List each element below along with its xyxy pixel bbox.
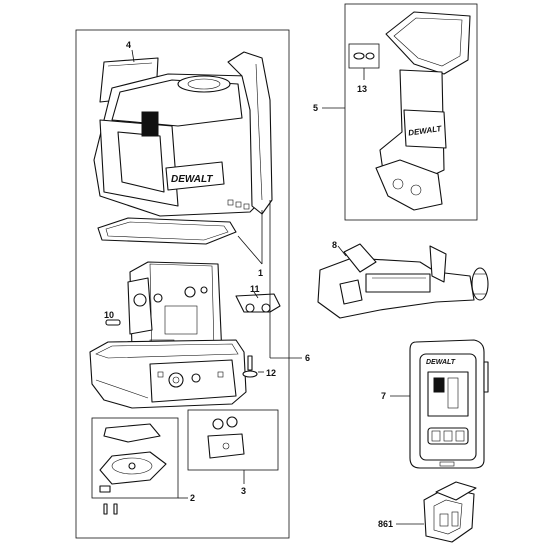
- callout-13: 13: [357, 84, 367, 94]
- pin-part-10: [105, 319, 121, 326]
- callout-5: 5: [313, 103, 318, 113]
- carry-case-part-861: [423, 481, 477, 543]
- clip-part-11: [235, 293, 281, 313]
- part-3-box: [187, 409, 279, 471]
- batteries-part-3: [207, 416, 245, 459]
- callout-1: 1: [258, 268, 263, 278]
- callout-leader-4: [131, 49, 135, 63]
- wall-bracket-part-5: DEWALT: [375, 11, 471, 211]
- clamp-part-8: [317, 243, 489, 319]
- callout-12: 12: [266, 368, 276, 378]
- part-2-box: [91, 417, 179, 499]
- gasket-seal: [97, 217, 237, 245]
- callout-10: 10: [104, 310, 114, 320]
- callout-4: 4: [126, 40, 131, 50]
- bracket-box: [344, 3, 478, 221]
- callout-leader-1: [237, 235, 263, 265]
- callout-3: 3: [241, 486, 246, 496]
- callout-6: 6: [305, 353, 310, 363]
- detector-brand-logo: DEWALT: [426, 359, 456, 366]
- callout-8: 8: [332, 240, 337, 250]
- laser-housing: DEWALT: [93, 51, 273, 217]
- callout-11: 11: [250, 284, 260, 294]
- base-housing: [89, 339, 247, 409]
- screw-part-12: [242, 355, 258, 378]
- bottom-mount-part-2: [99, 423, 167, 515]
- callout-861: 861: [378, 519, 393, 529]
- callout-2: 2: [190, 493, 195, 503]
- callout-7: 7: [381, 391, 386, 401]
- laser-brand-logo: DEWALT: [171, 174, 213, 185]
- main-assembly-frame: [75, 29, 290, 539]
- detector-part-7: DEWALT: [409, 339, 489, 469]
